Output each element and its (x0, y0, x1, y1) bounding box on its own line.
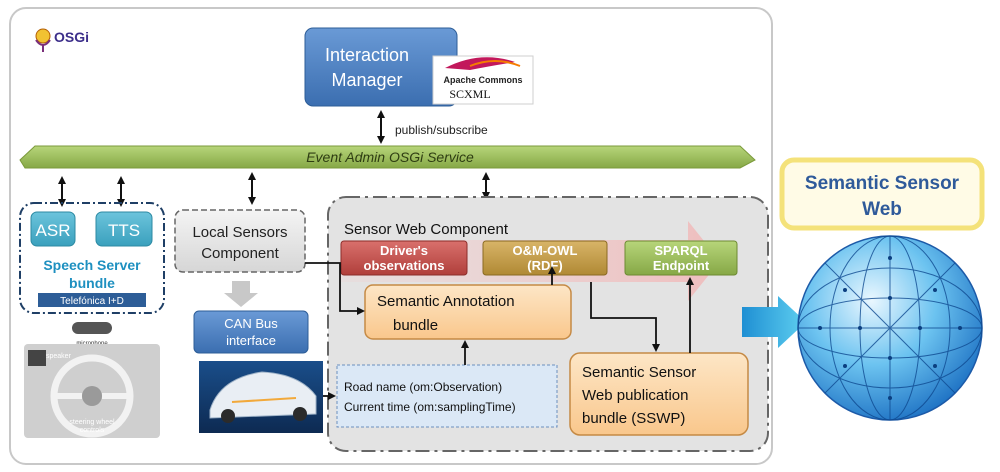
scxml-label: SCXML (449, 87, 490, 101)
road-info-box: Road name (om:Observation) Current time … (336, 364, 558, 428)
controls-label-line2: controls (80, 427, 105, 434)
steering-wheel-image: microphone speaker steering wheel contro… (24, 322, 160, 438)
sswp-line1: Semantic Sensor (582, 364, 696, 381)
om-owl-box: O&M-OWL (RDF) (482, 240, 608, 276)
osgi-logo-text: OSGi (54, 29, 89, 45)
semantic-annotation-line2: bundle (393, 317, 438, 334)
microphone-icon (72, 322, 112, 334)
local-sensors-line1: Local Sensors (192, 224, 287, 241)
apache-title: Apache Commons (443, 75, 522, 85)
road-info-line2: Current time (om:samplingTime) (344, 400, 516, 414)
speech-server-line2: bundle (69, 275, 115, 291)
can-bus-line2: interface (226, 333, 276, 348)
apache-commons-badge: Apache Commons SCXML (432, 55, 534, 105)
ssw-label-box: Semantic Sensor Web (779, 157, 985, 231)
steering-wheel-icon (50, 354, 134, 438)
down-arrow-icon (224, 281, 258, 307)
sensor-web-title: Sensor Web Component (344, 221, 509, 238)
speech-server-group: ASR TTS Speech Server bundle Telefónica … (19, 202, 165, 314)
event-admin-bar: Event Admin OSGi Service (19, 145, 756, 169)
asr-box (30, 211, 76, 247)
local-sensors-box: Local Sensors Component (174, 209, 306, 273)
car-icon (209, 371, 317, 419)
ssw-line2: Web (862, 199, 902, 220)
pubsub-label: publish/subscribe (395, 123, 488, 137)
publish-to-ssw-arrow (742, 296, 806, 348)
semantic-annotation-line1: Semantic Annotation (377, 293, 515, 310)
interaction-manager-line1: Interaction (325, 45, 409, 65)
speaker-label: speaker (46, 353, 72, 360)
event-admin-label: Event Admin OSGi Service (306, 149, 474, 165)
tts-label: TTS (108, 221, 140, 240)
om-owl-line2: (RDF) (527, 258, 562, 273)
drivers-obs-line1: Driver's (380, 243, 428, 258)
telefonica-label: Telefónica I+D (60, 296, 124, 307)
controls-label-line1: steering wheel (69, 419, 115, 426)
rdf-to-sswp-arrow (590, 282, 660, 352)
sensor-web-sphere-icon (797, 235, 983, 421)
sswp-box: Semantic Sensor Web publication bundle (… (569, 352, 749, 436)
can-bus-box: CAN Bus interface (193, 310, 309, 354)
sparql-line2: Endpoint (653, 258, 710, 273)
asr-label: ASR (36, 221, 71, 240)
sparql-endpoint-box: SPARQL Endpoint (624, 240, 738, 276)
interaction-manager-box: Interaction Manager (304, 27, 458, 107)
tts-box (95, 211, 153, 247)
drivers-observations-box: Driver's observations (340, 240, 468, 276)
drivers-obs-line2: observations (364, 258, 445, 273)
road-info-line1: Road name (om:Observation) (344, 380, 502, 394)
local-to-annotation-arrow (305, 262, 365, 315)
telefonica-badge (38, 293, 146, 307)
speech-server-line1: Speech Server (43, 257, 141, 273)
local-sensors-line2: Component (201, 245, 279, 262)
sparql-line1: SPARQL (654, 243, 707, 258)
speaker-icon (28, 350, 46, 366)
interaction-manager-line2: Manager (331, 70, 402, 90)
car-image (199, 361, 323, 433)
ssw-line1: Semantic Sensor (805, 173, 960, 194)
semantic-annotation-box: Semantic Annotation bundle (364, 284, 572, 340)
osgi-logo: OSGi (35, 28, 89, 52)
can-bus-line1: CAN Bus (224, 316, 278, 331)
sswp-line3: bundle (SSWP) (582, 410, 685, 427)
om-owl-line1: O&M-OWL (513, 243, 578, 258)
sswp-line2: Web publication (582, 387, 688, 404)
